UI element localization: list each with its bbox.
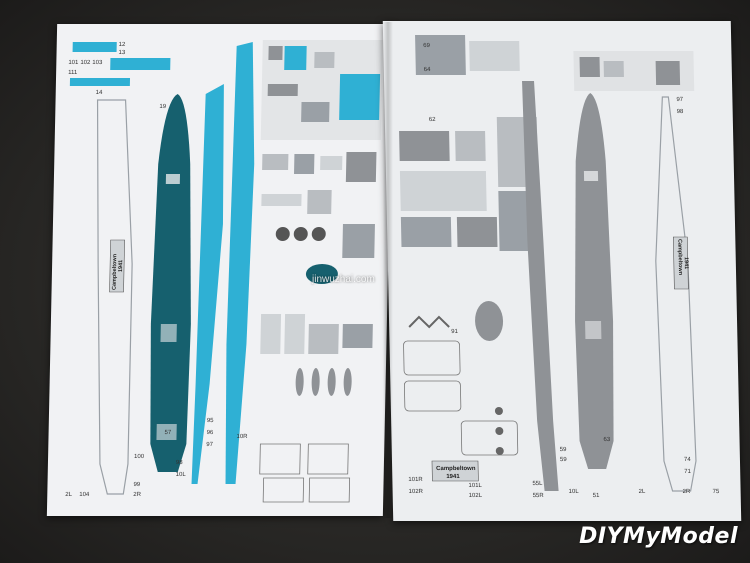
part-number: 12 — [119, 42, 126, 48]
cyan-side-part — [225, 42, 255, 484]
part-number: 98 — [176, 460, 183, 466]
part-number: 104 — [79, 492, 90, 498]
part-number: 57 — [165, 430, 172, 436]
gray-hull-side-part — [522, 81, 559, 491]
part-number: 98 — [677, 109, 684, 115]
small-parts-grid — [399, 117, 540, 456]
bottom-ship-year: 1941 — [446, 474, 460, 480]
part-number: 59 — [560, 457, 567, 463]
part-number: 101L — [468, 483, 482, 489]
part-number: 2R — [683, 489, 691, 495]
cyan-strip-part — [72, 42, 117, 52]
part-number: 10L — [569, 489, 580, 495]
part-number: 2L — [639, 489, 646, 495]
part-number: 19 — [159, 104, 166, 110]
part-number: 101 — [68, 60, 79, 66]
left-model-sheet: Campbeltown 1941 2L 104 99 2R 100 98 10L… — [46, 24, 394, 516]
part-number: 62 — [429, 117, 436, 123]
right-parts-layout: Campbeltown 1941 Campbeltown 1941 101R 1… — [399, 35, 720, 499]
ship-name-label: Campbeltown — [112, 253, 119, 290]
hull-outline-part — [96, 99, 133, 495]
ship-year-label: 1941 — [683, 257, 689, 269]
gray-deck-part — [575, 93, 614, 469]
part-number: 71 — [684, 469, 691, 475]
cyan-strip-part — [69, 78, 131, 86]
part-number: 91 — [451, 329, 458, 335]
part-number: 55L — [532, 481, 543, 487]
bridge-part — [415, 35, 466, 75]
right-model-sheet: Campbeltown 1941 Campbeltown 1941 101R 1… — [382, 21, 742, 521]
ship-name-label-box — [672, 236, 689, 290]
ship-name-label: Campbeltown — [676, 239, 683, 276]
bottom-name-box — [431, 460, 479, 482]
part-number: 95 — [207, 418, 214, 424]
cyan-side-part — [191, 84, 224, 484]
part-number: 111 — [68, 70, 78, 76]
part-number: 75 — [713, 489, 720, 495]
part-number: 97 — [206, 442, 213, 448]
part-number: 69 — [423, 43, 430, 49]
ship-year-label: 1941 — [118, 260, 124, 272]
part-number: 51 — [593, 493, 600, 499]
booklet-spine — [383, 22, 393, 518]
part-number: 99 — [133, 482, 140, 488]
cyan-strip-part — [110, 58, 171, 70]
hull-outline-part — [655, 96, 697, 492]
part-number: 13 — [118, 50, 125, 56]
part-number: 96 — [207, 430, 214, 436]
part-number: 2L — [65, 492, 72, 498]
ship-name-label-box — [109, 239, 125, 293]
part-number: 102 — [80, 60, 91, 66]
part-number: 102R — [409, 489, 424, 495]
part-number: 55R — [533, 493, 545, 499]
part-number: 101R — [408, 477, 423, 483]
watermark-text: jinwuzhai.com — [312, 274, 375, 285]
part-number: 100 — [134, 454, 145, 460]
part-number: 2R — [133, 492, 141, 498]
part-number: 103 — [92, 60, 103, 66]
small-parts-grid — [259, 152, 377, 503]
part-number: 10L — [176, 472, 187, 478]
left-parts-layout: Campbeltown 1941 2L 104 99 2R 100 98 10L… — [65, 40, 383, 503]
bottom-ship-name: Campbeltown — [436, 466, 476, 472]
part-number: 74 — [684, 457, 691, 463]
part-number: 102L — [469, 493, 483, 499]
part-number: 97 — [676, 97, 683, 103]
part-number: 64 — [424, 67, 431, 73]
brand-watermark: DIYMyModel — [579, 524, 738, 549]
part-number: 14 — [96, 90, 103, 96]
teal-deck-part — [150, 94, 191, 472]
part-number: 59 — [560, 447, 567, 453]
part-number: 10R — [236, 434, 248, 440]
part-number: 63 — [603, 437, 610, 443]
